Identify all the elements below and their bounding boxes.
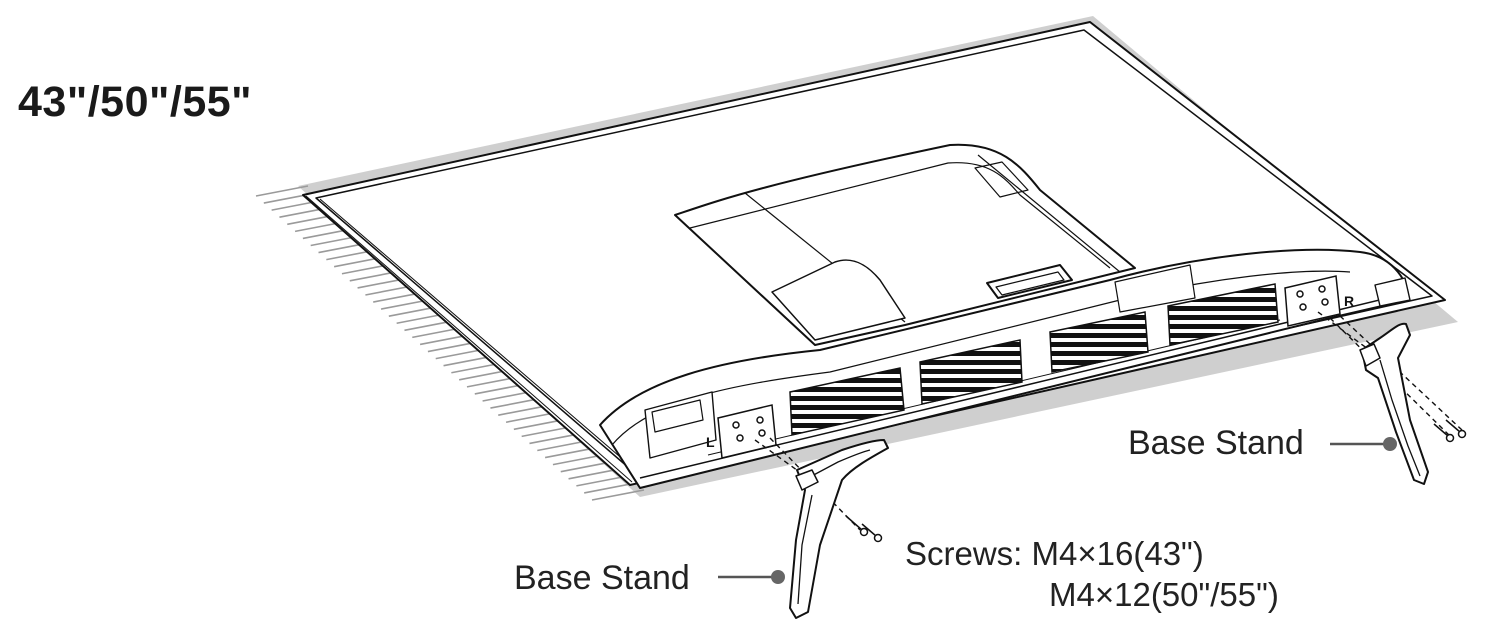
callout-leader-right bbox=[1330, 437, 1397, 451]
tv-back-panel bbox=[302, 21, 1446, 489]
hatch-line bbox=[591, 489, 645, 501]
base-stand-right-label: Base Stand bbox=[1128, 424, 1304, 462]
screws-spec-43: M4×16(43") bbox=[1031, 535, 1204, 572]
stand-mount-right bbox=[1284, 275, 1341, 327]
hatch-line bbox=[576, 475, 629, 487]
callout-leader-left bbox=[718, 570, 785, 584]
screws-left bbox=[845, 515, 883, 543]
stand-mark-left: L bbox=[706, 434, 715, 450]
screws-right bbox=[1433, 419, 1467, 443]
hatch-line bbox=[584, 482, 637, 494]
base-stand-right bbox=[1359, 322, 1429, 485]
hatch-line bbox=[255, 185, 309, 197]
hatch-line bbox=[568, 468, 621, 480]
stand-mark-right: R bbox=[1344, 293, 1354, 309]
screws-spec-50-55: M4×12(50"/55") bbox=[1049, 576, 1279, 613]
vent-grilles bbox=[789, 283, 1279, 436]
base-stand-left bbox=[789, 439, 889, 619]
screen-size-title: 43"/50"/55" bbox=[18, 78, 253, 126]
stand-mount-left bbox=[717, 404, 777, 459]
base-stand-left-label: Base Stand bbox=[514, 559, 690, 597]
screws-spec-line-1: Screws: M4×16(43") bbox=[905, 535, 1204, 573]
hatch-line bbox=[560, 460, 613, 473]
screws-label: Screws: bbox=[905, 535, 1023, 572]
